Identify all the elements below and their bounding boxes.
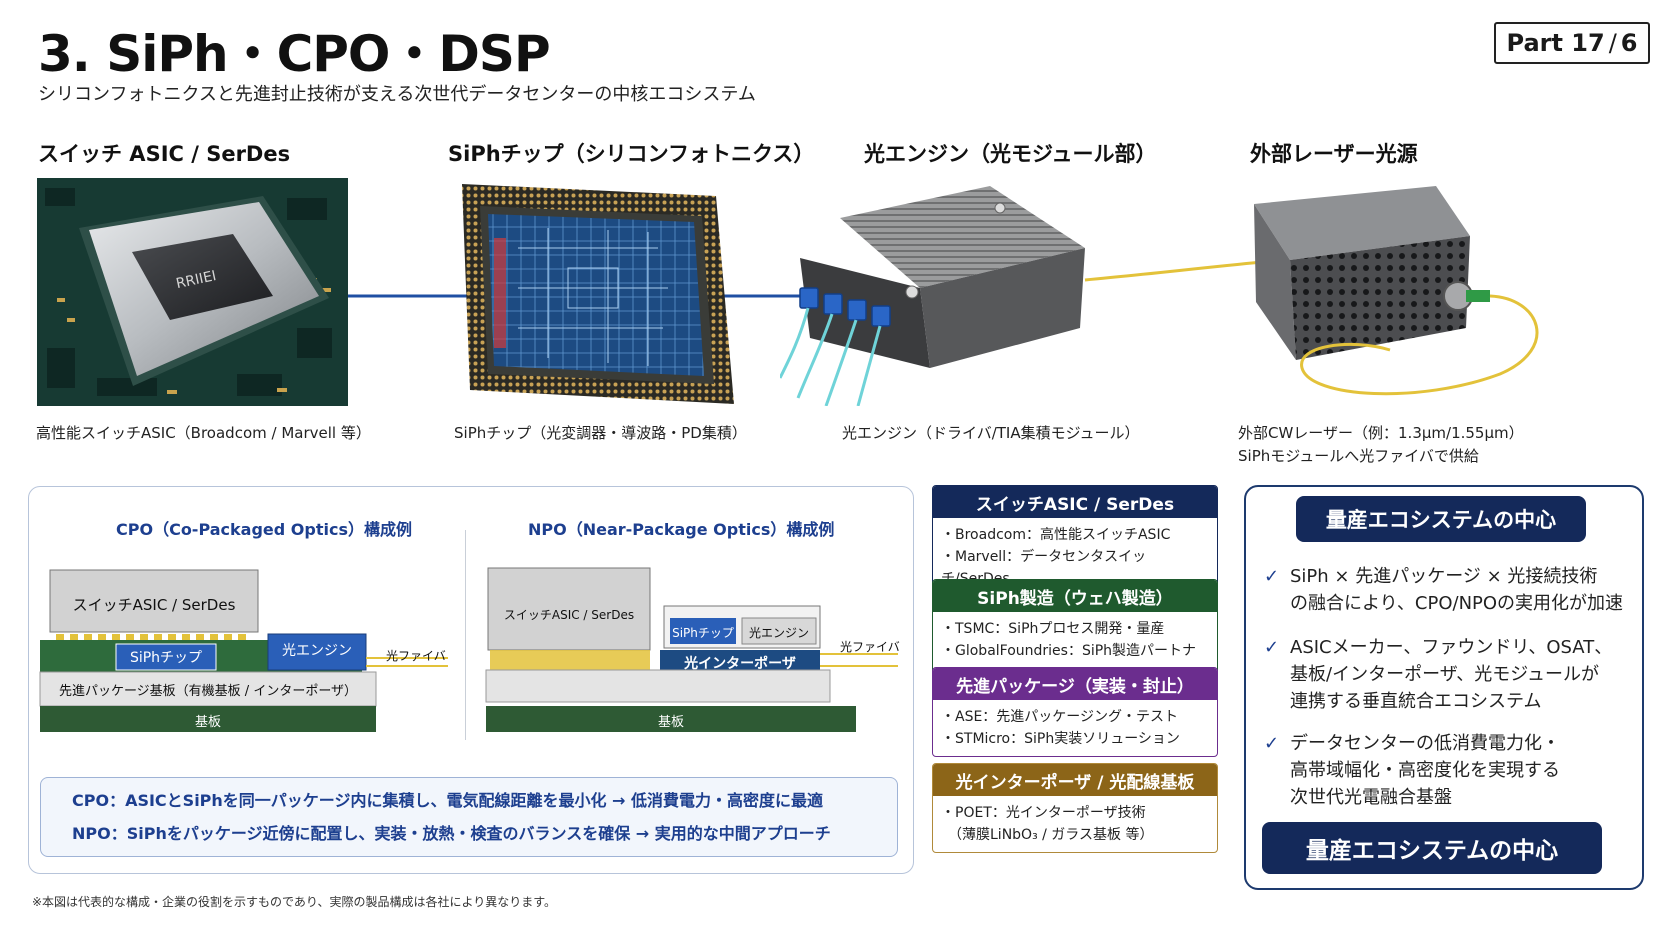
cpo-asic-label: スイッチASIC / SerDes [72,596,236,614]
asic-illustration: RRIIEI [37,178,348,406]
npo-fiber-label: 光ファイバ [840,640,900,654]
ecosystem-bullet-3-line-2: 高帯域幅化・高密度化を実現する [1290,760,1560,781]
asic-image: RRIIEI [37,178,348,406]
npo-interposer-label: 光インターポーザ [684,656,796,672]
ecosystem-bullet-1: ✓ SiPh × 先進パッケージ × 光接続技術 の融合により、CPO/NPOの… [1264,563,1630,617]
ecosystem-bullet-2-line-3: 連携する垂直統合エコシステム [1290,691,1542,712]
cpo-fiber-label: 光ファイバ [386,649,446,663]
ecosystem-bullet-1-line-1: SiPh × 先進パッケージ × 光接続技術 [1290,566,1598,587]
laser-fiber-link [1084,260,1263,282]
engine-illustration [780,186,1085,406]
footnote: ※本図は代表的な構成・企業の役割を示すものであり、実際の製品構成は各社により異な… [32,895,557,909]
page-title: 3. SiPh・CPO・DSP [38,25,551,83]
card-switch-asic-title: スイッチASIC / SerDes [933,486,1217,518]
summary-note-box [40,777,898,857]
check-icon: ✓ [1264,637,1280,658]
npo-base-substrate [486,706,856,732]
siph-illustration [462,184,734,404]
card-switch-asic-line-1: ・Broadcom：高性能スイッチASIC [941,527,1171,543]
npo-bump-layer [490,650,650,670]
card-packaging-line-2: ・STMicro：SiPh実装ソリューション [941,731,1180,747]
card-interposer-line-1: ・POET：光インターポーザ技術 [941,805,1146,821]
card-siph-fab-line-1: ・TSMC：SiPhプロセス開発・量産 [941,621,1165,637]
engine-heading: 光エンジン（光モジュール部） [864,142,1157,166]
siph-image [458,178,738,406]
part-label: Part 17 [1506,29,1605,57]
ecosystem-bullet-3-line-3: 次世代光電融合基盤 [1290,787,1452,808]
check-icon: ✓ [1264,733,1280,754]
laser-image [1240,178,1550,406]
cpo-base-substrate [40,706,376,732]
card-siph-fab-title: SiPh製造（ウェハ製造） [933,580,1217,612]
cpo-siph-block [115,643,217,671]
npo-asic-block [487,567,651,651]
siph-caption: SiPhチップ（光変調器・導波路・PD集積） [454,424,747,442]
asic-caption: 高性能スイッチASIC（Broadcom / Marvell 等） [36,424,371,442]
npo-siph-block [670,618,736,644]
npo-engine-block [741,617,817,645]
engine-image [780,178,1090,406]
ecosystem-bullet-3-line-1: データセンターの低消費電力化・ [1290,733,1560,754]
asic-heading: スイッチ ASIC / SerDes [38,142,291,166]
cpo-siph-label: SiPhチップ [129,650,203,666]
card-switch-asic: スイッチASIC / SerDes ・Broadcom：高性能スイッチASIC … [932,485,1218,597]
ecosystem-bullet-1-line-2: の融合により、CPO/NPOの実用化が加速 [1290,593,1624,614]
cpo-heading: CPO（Co-Packaged Optics）構成例 [116,520,412,539]
laser-illustration [1254,186,1539,396]
card-interposer-line-2: （薄膜LiNbO₃ / ガラス基板 等） [941,827,1154,843]
cpo-asic-block [49,569,259,633]
laser-caption-2: SiPhモジュールへ光ファイバで供給 [1238,447,1479,465]
card-interposer: 光インターポーザ / 光配線基板 ・POET：光インターポーザ技術 （薄膜LiN… [932,763,1218,853]
cpo-engine-block [267,633,367,671]
card-interposer-title: 光インターポーザ / 光配線基板 [933,764,1217,796]
npo-diagram [485,567,898,732]
siph-heading: SiPhチップ（シリコンフォトニクス） [448,142,815,166]
card-packaging-title: 先進パッケージ（実装・封止） [933,668,1217,700]
cpo-engine-label: 光エンジン [282,643,352,659]
cpo-package-label: 先進パッケージ基板（有機基板 / インターポーザ） [58,684,358,699]
laser-caption: 外部CWレーザー（例：1.3μm/1.55μm） [1238,424,1524,442]
ecosystem-top-label: 量産エコシステムの中心 [1296,496,1586,542]
cpo-diagram [39,569,448,732]
npo-package-substrate [485,669,831,703]
laser-heading: 外部レーザー光源 [1250,142,1418,166]
cpo-substrate-label: 基板 [194,715,221,730]
ecosystem-bottom-label: 量産エコシステムの中心 [1262,822,1602,874]
part-separator: / [1608,29,1617,57]
npo-asic-label: スイッチASIC / SerDes [503,608,635,622]
cpo-package-substrate [39,671,377,707]
ecosystem-bullet-2: ✓ ASICメーカー、ファウンドリ、OSAT、 基板/インターポーザ、光モジュー… [1264,634,1630,715]
npo-heading: NPO（Near-Package Optics）構成例 [528,520,835,539]
npo-substrate-label: 基板 [657,715,684,730]
page-subtitle: シリコンフォトニクスと先進封止技術が支える次世代データセンターの中核エコシステム [38,84,756,105]
ecosystem-bullet-2-line-2: 基板/インターポーザ、光モジュールが [1290,664,1600,685]
engine-caption: 光エンジン（ドライバ/TIA集積モジュール） [842,424,1140,442]
part-indicator: Part 17 / 6 [1494,22,1650,64]
card-packaging-line-1: ・ASE：先進パッケージング・テスト [941,709,1179,725]
panel-divider [465,530,466,740]
cpo-summary-line: CPO：ASICとSiPhを同一パッケージ内に集積し、電気配線距離を最小化 → … [72,791,824,810]
ecosystem-bullet-3: ✓ データセンターの低消費電力化・ 高帯域幅化・高密度化を実現する 次世代光電融… [1264,730,1630,811]
npo-engine-label: 光エンジン [748,626,809,640]
npo-interposer-block [660,650,820,672]
part-total: 6 [1620,29,1638,57]
card-packaging: 先進パッケージ（実装・封止） ・ASE：先進パッケージング・テスト ・STMic… [932,667,1218,757]
npo-siph-label: SiPhチップ [672,626,734,640]
check-icon: ✓ [1264,566,1280,587]
npo-summary-line: NPO：SiPhをパッケージ近傍に配置し、実装・放熱・検査のバランスを確保 → … [72,824,831,843]
ecosystem-bullet-2-line-1: ASICメーカー、ファウンドリ、OSAT、 [1290,637,1613,658]
